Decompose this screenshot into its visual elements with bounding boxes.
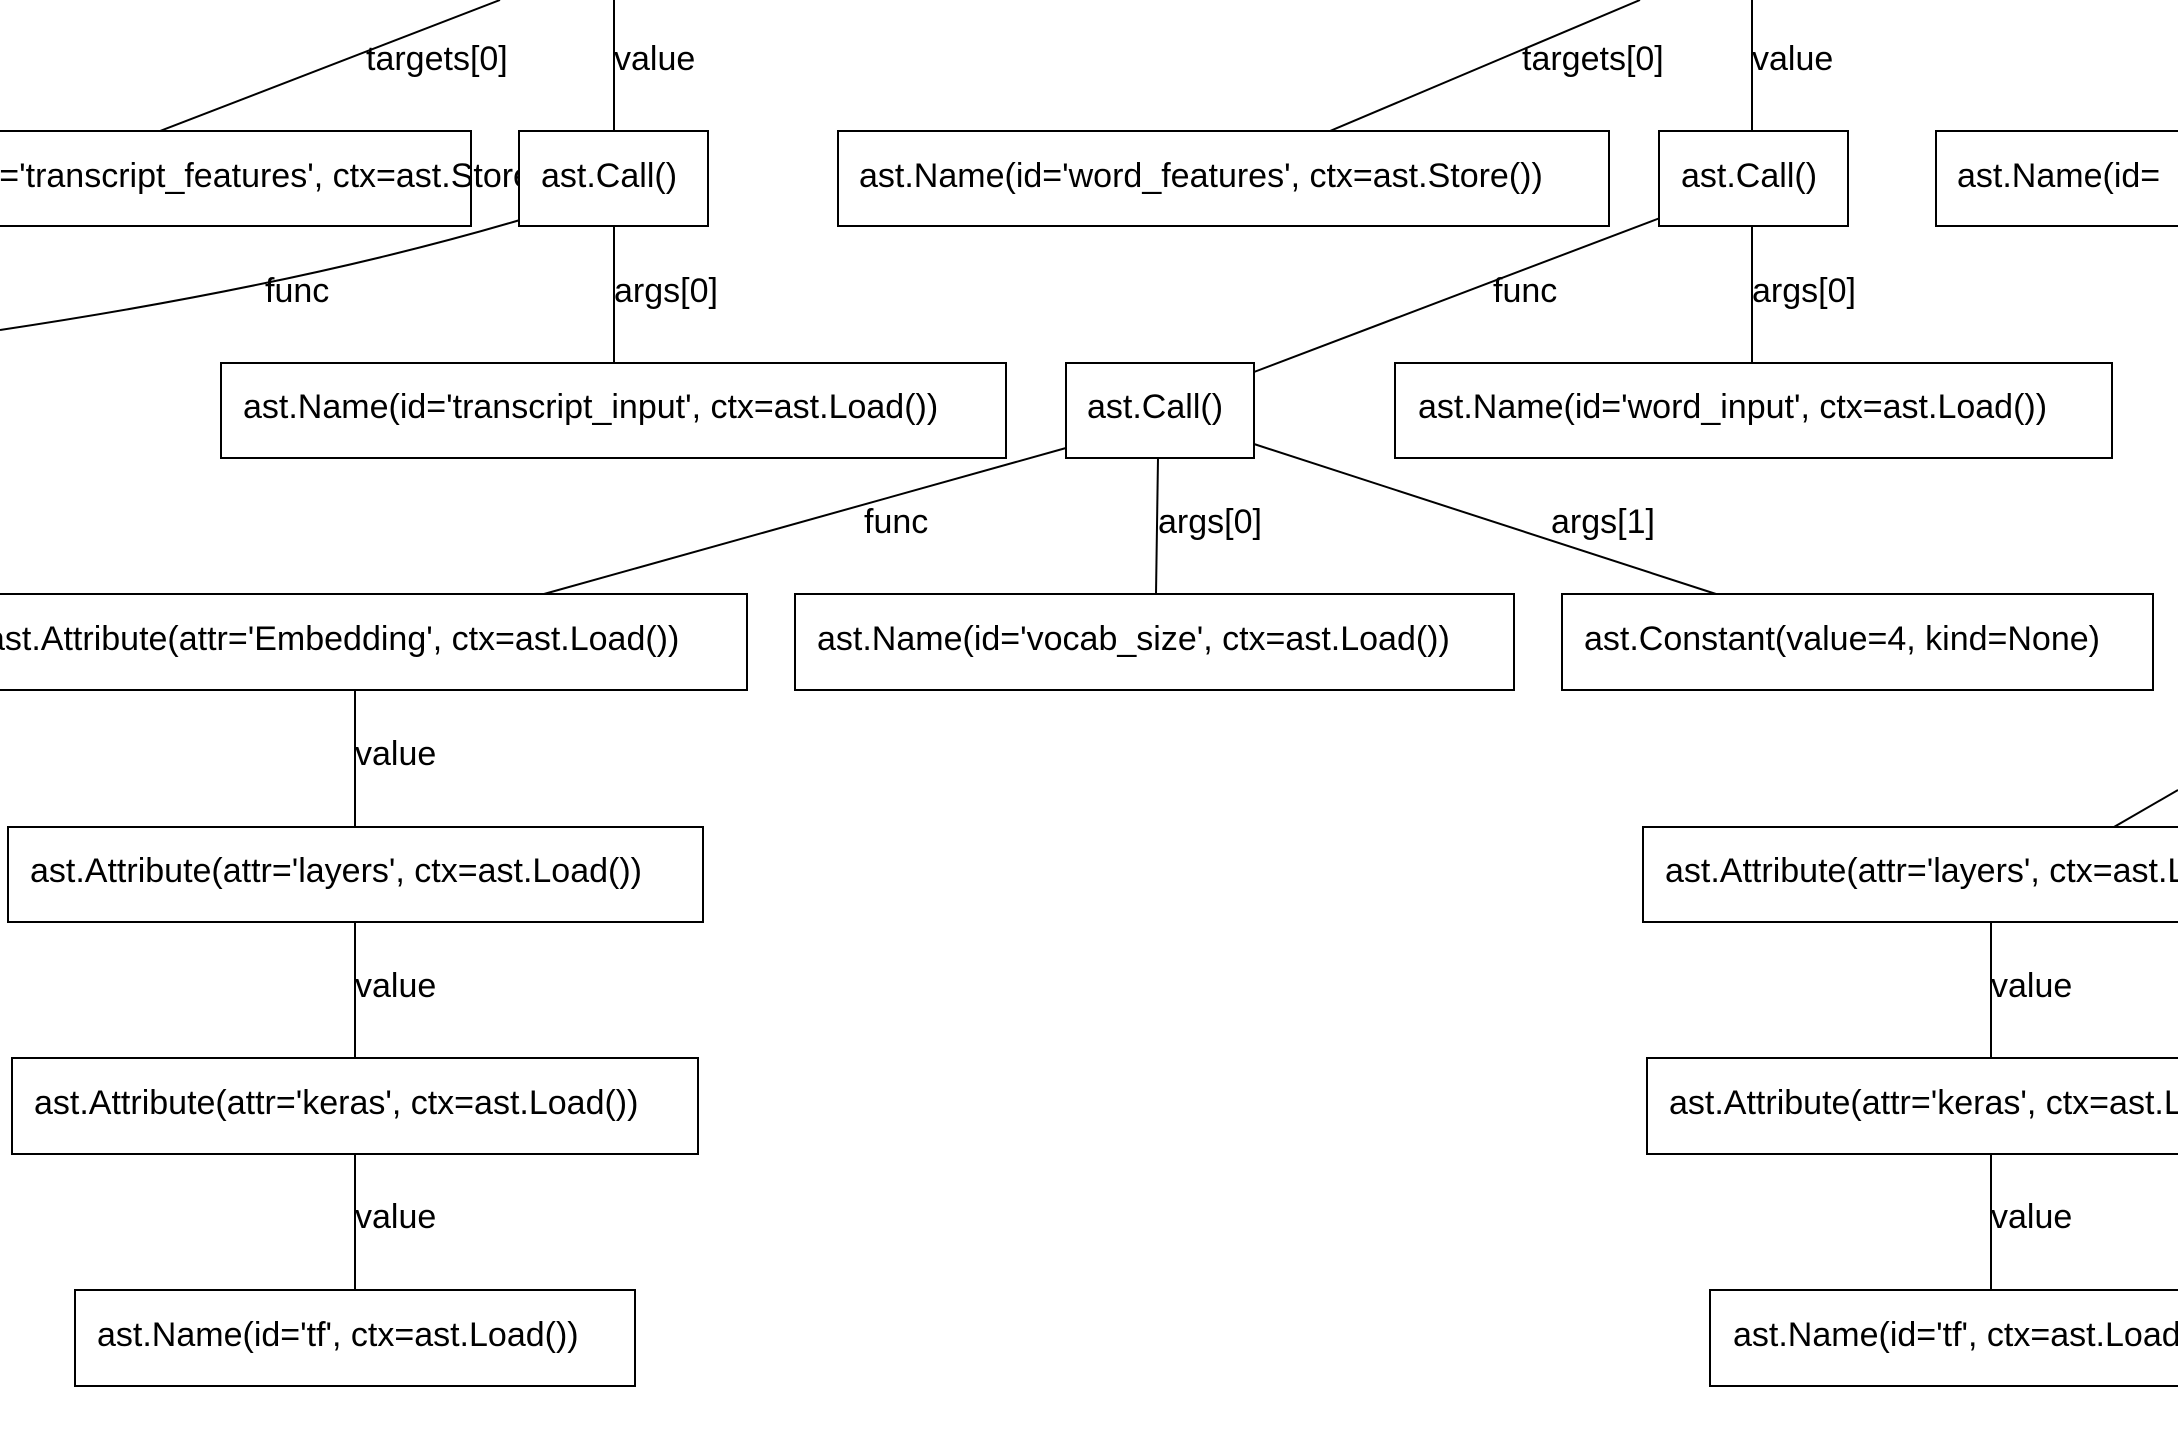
ast-node-vocab-size: ast.Name(id='vocab_size', ctx=ast.Load()… bbox=[794, 593, 1515, 691]
ast-node-store-left: ast.Name(id='transcript_features', ctx=a… bbox=[0, 130, 566, 227]
edge-label: value bbox=[614, 40, 695, 78]
edge-label: value bbox=[1991, 1198, 2072, 1236]
node-label: ast.Attribute(attr='layers', ctx=ast.Loa… bbox=[1665, 852, 2178, 890]
edge-func-mid bbox=[1253, 217, 1661, 373]
node-label: ast.Name(id='word_features', ctx=ast.Sto… bbox=[859, 157, 1543, 195]
node-label: ast.Call() bbox=[541, 157, 677, 195]
node-label: ast.Call() bbox=[1087, 388, 1223, 426]
ast-node-call-inner: ast.Call() bbox=[1065, 362, 1255, 459]
edge-label: args[0] bbox=[1752, 272, 1856, 310]
ast-node-transcript-input: ast.Name(id='transcript_input', ctx=ast.… bbox=[220, 362, 1007, 459]
ast-node-call-mid: ast.Call() bbox=[1658, 130, 1849, 227]
edge-label: value bbox=[355, 735, 436, 773]
ast-node-attr-layers-left: ast.Attribute(attr='layers', ctx=ast.Loa… bbox=[7, 826, 704, 923]
ast-node-attr-keras-left: ast.Attribute(attr='keras', ctx=ast.Load… bbox=[11, 1057, 699, 1155]
ast-node-attr-layers-right: ast.Attribute(attr='layers', ctx=ast.Loa… bbox=[1642, 826, 2178, 923]
ast-node-name-tf-right: ast.Name(id='tf', ctx=ast.Load()) bbox=[1709, 1289, 2178, 1387]
node-label: ast.Name(id='tf', ctx=ast.Load()) bbox=[97, 1316, 579, 1354]
edge-targets0-mid bbox=[1329, 0, 1641, 132]
edge-func-inner bbox=[543, 447, 1067, 595]
ast-node-name-tf-left: ast.Name(id='tf', ctx=ast.Load()) bbox=[74, 1289, 636, 1387]
ast-node-call-left: ast.Call() bbox=[518, 130, 709, 227]
edge-args0-inner bbox=[1155, 457, 1159, 595]
edge-label: targets[0] bbox=[1522, 40, 1664, 78]
edge-label: func bbox=[265, 272, 329, 310]
edge-label: func bbox=[1493, 272, 1557, 310]
ast-node-store-mid: ast.Name(id='word_features', ctx=ast.Sto… bbox=[837, 130, 1610, 227]
node-label: ast.Attribute(attr='keras', ctx=ast.Load… bbox=[34, 1084, 638, 1122]
node-label: ast.Attribute(attr='keras', ctx=ast.Load… bbox=[1669, 1084, 2178, 1122]
node-label: ast.Call() bbox=[1681, 157, 1817, 195]
ast-node-attr-keras-right: ast.Attribute(attr='keras', ctx=ast.Load… bbox=[1646, 1057, 2178, 1155]
node-label: ast.Attribute(attr='Embedding', ctx=ast.… bbox=[0, 620, 679, 658]
node-label: ast.Name(id='transcript_input', ctx=ast.… bbox=[243, 388, 938, 426]
ast-node-name-right: ast.Name(id= bbox=[1935, 130, 2178, 227]
edge-label: args[1] bbox=[1551, 503, 1655, 541]
edge-label: value bbox=[355, 1198, 436, 1236]
edges bbox=[0, 0, 2178, 1290]
edge-label: targets[0] bbox=[366, 40, 508, 78]
node-label: ast.Name(id='vocab_size', ctx=ast.Load()… bbox=[817, 620, 1450, 658]
edge-label: value bbox=[355, 967, 436, 1005]
node-label: ast.Name(id= bbox=[1957, 157, 2160, 195]
edge-func-left bbox=[0, 219, 521, 331]
edge-args1-inner bbox=[1253, 443, 1717, 595]
edge-label: args[0] bbox=[614, 272, 718, 310]
node-label: ast.Name(id='transcript_features', ctx=a… bbox=[0, 157, 566, 195]
nodes: ast.Name(id='transcript_features', ctx=a… bbox=[0, 130, 2178, 1387]
ast-node-attr-embedding: ast.Attribute(attr='Embedding', ctx=ast.… bbox=[0, 593, 748, 691]
edge-label: args[0] bbox=[1158, 503, 1262, 541]
edge-into-layers-right bbox=[2113, 789, 2178, 828]
node-label: ast.Attribute(attr='layers', ctx=ast.Loa… bbox=[30, 852, 642, 890]
edge-label: value bbox=[1991, 967, 2072, 1005]
ast-node-word-input: ast.Name(id='word_input', ctx=ast.Load()… bbox=[1394, 362, 2113, 459]
edge-label: value bbox=[1752, 40, 1833, 78]
edge-labels: targets[0] value targets[0] value func a… bbox=[265, 40, 2072, 1236]
node-label: ast.Constant(value=4, kind=None) bbox=[1584, 620, 2100, 658]
node-label: ast.Name(id='tf', ctx=ast.Load()) bbox=[1733, 1316, 2178, 1354]
edge-targets0-left bbox=[159, 0, 501, 132]
edge-label: func bbox=[864, 503, 928, 541]
ast-node-constant: ast.Constant(value=4, kind=None) bbox=[1561, 593, 2154, 691]
node-label: ast.Name(id='word_input', ctx=ast.Load()… bbox=[1418, 388, 2047, 426]
